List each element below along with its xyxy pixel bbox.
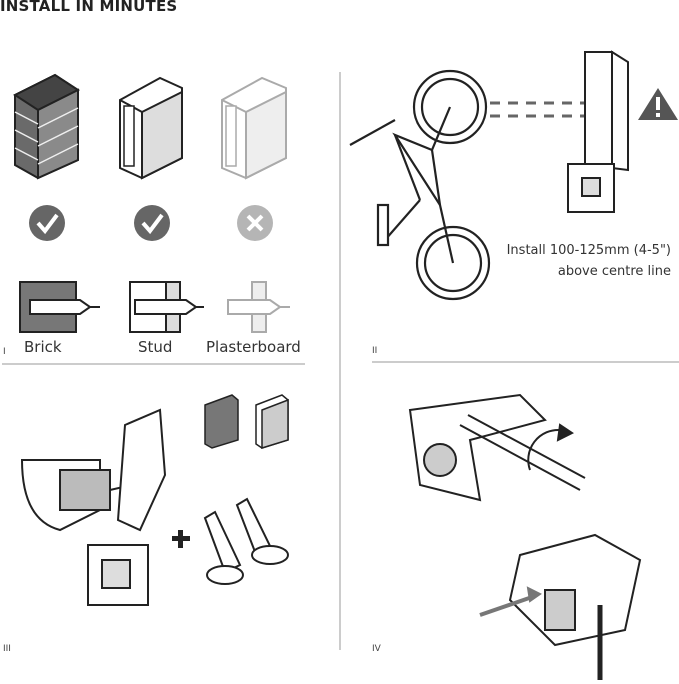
check-icon [134, 205, 170, 241]
step-number-1: I [3, 347, 6, 357]
tightening-illustration [408, 393, 586, 502]
plasterboard-anchor-icon [227, 281, 290, 333]
bike-tyre-in-holder-illustration [479, 533, 642, 680]
step-number-4: IV [372, 644, 381, 654]
brick-anchor-icon [19, 281, 100, 333]
page-title: INSTALL IN MINUTES [0, 0, 178, 15]
note-line-2: above centre line [557, 264, 671, 279]
mini-brick-icon [204, 394, 239, 449]
warning-icon [638, 88, 678, 120]
brick-wall-icon [12, 73, 81, 180]
stud-wall-icon [119, 76, 183, 180]
installation-note: Install 100-125mm (4-5") above centre li… [507, 240, 671, 282]
plasterboard-wall-icon [221, 76, 287, 180]
material-label-brick: Brick [24, 338, 62, 356]
plus-icon [172, 530, 190, 548]
cross-icon [237, 205, 273, 241]
stud-anchor-icon [129, 281, 204, 333]
bracket-illustration [567, 50, 629, 213]
bicycle-illustration [349, 69, 491, 301]
drill-illustration [20, 459, 133, 532]
bracket-template-illustration [87, 408, 167, 606]
wall-plug-icon [203, 497, 289, 585]
mini-stud-icon [255, 394, 289, 450]
note-line-1: Install 100-125mm (4-5") [506, 243, 671, 258]
check-icon [29, 205, 65, 241]
step-number-3: III [3, 644, 11, 654]
material-label-stud: Stud [138, 338, 173, 356]
step-number-2: II [372, 346, 378, 356]
panel-dividers [2, 72, 679, 650]
material-label-plasterboard: Plasterboard [206, 338, 301, 356]
